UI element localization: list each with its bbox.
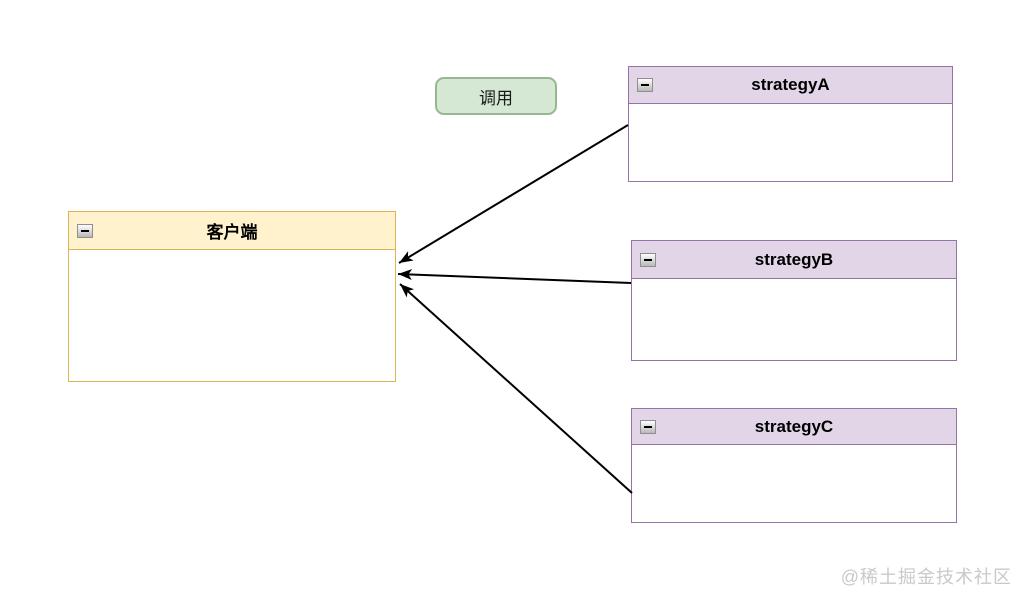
strategyA-box-title: strategyA: [751, 75, 830, 94]
minus-icon: [644, 258, 652, 261]
collapse-minus-icon[interactable]: [637, 78, 653, 92]
client-box[interactable]: 客户端: [68, 211, 396, 382]
call-label-button[interactable]: 调用: [435, 77, 557, 115]
collapse-minus-icon[interactable]: [77, 223, 93, 238]
strategyB-box-header: strategyB: [632, 241, 956, 279]
watermark-text: @稀土掘金技术社区: [840, 567, 1012, 587]
strategyC-box-header: strategyC: [632, 409, 956, 445]
strategyA-box[interactable]: strategyA: [628, 66, 953, 182]
strategyA-box-header: strategyA: [629, 67, 952, 104]
client-box-header: 客户端: [69, 212, 395, 250]
arrow-strategyA-to-client: [398, 124, 629, 264]
collapse-minus-icon[interactable]: [640, 252, 656, 267]
strategyC-box-title: strategyC: [754, 416, 834, 436]
minus-icon: [641, 84, 649, 86]
minus-icon: [81, 229, 89, 232]
collapse-minus-icon[interactable]: [640, 419, 656, 434]
client-box-title: 客户端: [206, 223, 258, 242]
strategyB-box-title: strategyB: [754, 249, 834, 269]
strategyB-box[interactable]: strategyB: [631, 240, 957, 361]
arrow-strategyC-to-client: [399, 283, 633, 494]
strategyC-box[interactable]: strategyC: [631, 408, 957, 523]
arrow-strategyB-to-client: [397, 269, 632, 284]
minus-icon: [644, 425, 652, 428]
